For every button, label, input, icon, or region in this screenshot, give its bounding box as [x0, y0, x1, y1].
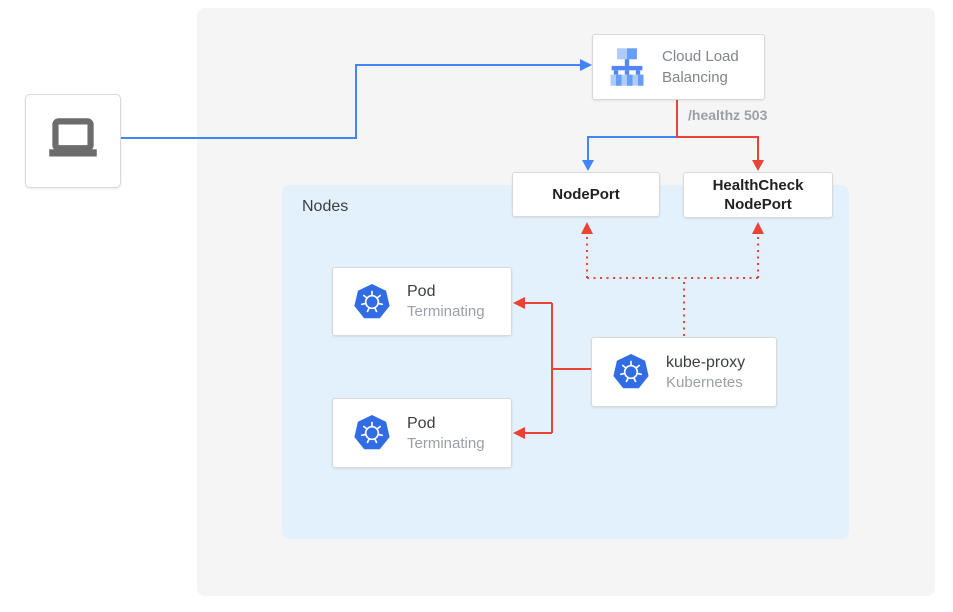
- kubernetes-icon: [352, 282, 392, 322]
- healthz-annotation: /healthz 503: [688, 107, 768, 123]
- nodes-label: Nodes: [302, 198, 349, 215]
- kube-proxy-subtitle: Kubernetes: [666, 373, 743, 391]
- kubernetes-icon: [352, 413, 392, 453]
- kubernetes-icon: [611, 352, 651, 392]
- kube-proxy-title: kube-proxy: [666, 353, 746, 371]
- cloud-load-balancing-box: Cloud Load Balancing: [592, 34, 765, 100]
- cloud-load-balancing-label: Cloud Load Balancing: [662, 48, 739, 86]
- pod-title: Pod: [407, 414, 436, 432]
- laptop-icon: [42, 110, 104, 172]
- pod-subtitle: Terminating: [407, 303, 485, 320]
- healthcheck-nodeport-box: HealthCheck NodePort: [683, 172, 833, 218]
- pod-terminating-box-1: Pod Terminating: [332, 267, 512, 336]
- pod-subtitle: Terminating: [407, 434, 485, 452]
- cloud-load-balancing-icon: [605, 45, 649, 89]
- nodeport-label: NodePort: [552, 186, 620, 203]
- healthcheck-nodeport-label: HealthCheck NodePort: [712, 177, 804, 213]
- client-laptop-box: [25, 94, 121, 188]
- pod-title: Pod: [407, 283, 436, 300]
- nodeport-box: NodePort: [512, 172, 660, 217]
- pod-terminating-box-2: Pod Terminating: [332, 398, 512, 468]
- kube-proxy-box: kube-proxy Kubernetes: [591, 337, 777, 407]
